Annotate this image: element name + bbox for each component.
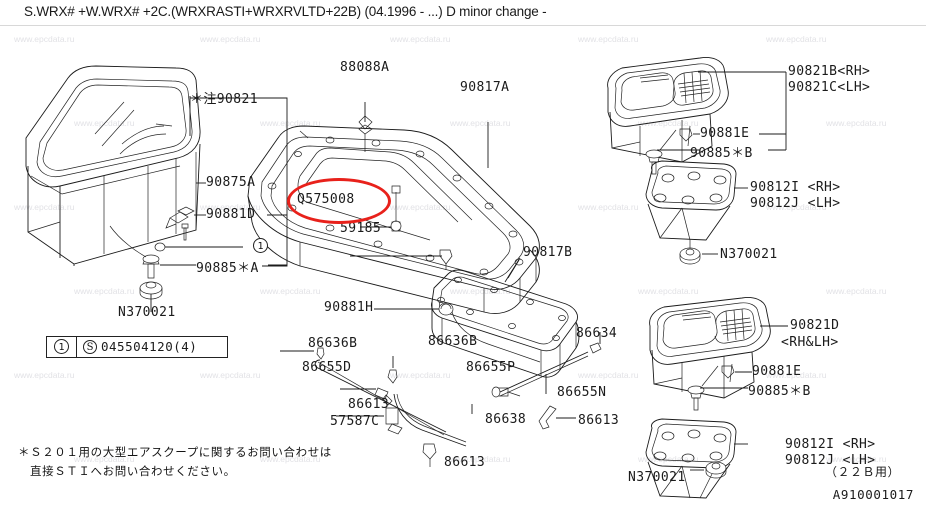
legend-ref-cell: 1 xyxy=(47,337,77,357)
label-90817A: 90817A xyxy=(460,80,510,95)
label-90881E-1: 90881E xyxy=(700,126,750,141)
label-86613-1: 86613 xyxy=(348,397,390,412)
leader-right-group-4 xyxy=(690,443,748,471)
label-90885A: 90885＊A xyxy=(196,261,259,276)
label-86655D: 86655D xyxy=(302,360,352,375)
part-drawing-90812IJ-top xyxy=(645,160,737,265)
label-90881D: 90881D xyxy=(206,207,256,222)
label-86655N: 86655N xyxy=(557,385,607,400)
label-90812J-1: 90812J <LH> xyxy=(750,196,841,211)
label-90812J-2: 90812J <LH> xyxy=(785,453,876,468)
legend-part-code: 045504120(4) xyxy=(101,339,198,354)
leader-90881H xyxy=(374,302,454,316)
leader-90817B xyxy=(507,259,520,279)
fasteners-left xyxy=(109,206,195,300)
label-90885B-1: 90885＊B xyxy=(690,146,753,161)
leader-88088A xyxy=(299,102,373,152)
note-line-2: 直接ＳＴＩへお問い合わせください。 xyxy=(30,464,236,478)
label-86655P: 86655P xyxy=(466,360,516,375)
bracket-left-group xyxy=(150,96,288,312)
label-90821C: 90821C<LH> xyxy=(788,80,871,95)
label-90821B: 90821B<RH> xyxy=(788,64,871,79)
part-drawing-90812IJ-bottom xyxy=(645,418,737,499)
label-86636B-2: 86636B xyxy=(428,334,478,349)
legend-ref-number: 1 xyxy=(54,339,69,354)
label-90875A: 90875A xyxy=(206,175,256,190)
part-drawing-90817A xyxy=(247,125,540,314)
label-90812I-1: 90812I <RH> xyxy=(750,180,841,195)
label-N370021-r1: N370021 xyxy=(720,247,778,262)
variant-note: （２２Ｂ用） xyxy=(824,465,900,479)
legend-box: 1 S 045504120(4) xyxy=(46,336,228,358)
label-N370021-left: N370021 xyxy=(118,305,176,320)
label-90821D-rhlh: <RH&LH> xyxy=(781,335,839,350)
part-drawing-90821-scoop xyxy=(25,65,201,266)
supplier-mark-icon: S xyxy=(83,339,97,354)
label-88088A: 88088A xyxy=(340,60,390,75)
drawing-id: A910001017 xyxy=(832,487,914,502)
page-title: S.WRX# +W.WRX# +2C.(WRXRASTI+WRXRVLTD+22… xyxy=(24,4,547,19)
label-90881H: 90881H xyxy=(324,300,374,315)
header-bar: S.WRX# +W.WRX# +2C.(WRXRASTI+WRXRVLTD+22… xyxy=(0,0,926,26)
note-line-1: ＊Ｓ２０１用の大型エアスクープに関するお問い合わせは xyxy=(18,445,332,459)
label-59185: 59185 xyxy=(340,221,382,236)
leader-right-group-1 xyxy=(657,71,787,151)
label-90817B: 90817B xyxy=(523,245,573,260)
label-86638: 86638 xyxy=(485,412,527,427)
part-drawing-rods xyxy=(280,332,602,467)
part-drawing-90821D xyxy=(649,297,771,411)
label-Q575008: Q575008 xyxy=(297,192,355,207)
leader-right-group-3 xyxy=(700,325,788,389)
label-90885B-2: 90885＊B xyxy=(748,384,811,399)
label-90821D: 90821D xyxy=(790,318,840,333)
label-86613-2: 86613 xyxy=(444,455,486,470)
leader-59185 xyxy=(350,249,453,270)
label-57587C: 57587C xyxy=(330,414,380,429)
reference-marker-1: 1 xyxy=(253,238,268,253)
label-90821: ＊注90821 xyxy=(190,92,258,107)
label-86613-3: 86613 xyxy=(578,413,620,428)
leader-right-group-2 xyxy=(702,187,748,255)
label-90812I-2: 90812I <RH> xyxy=(785,437,876,452)
label-N370021-r2: N370021 xyxy=(628,470,686,485)
label-90881E-2: 90881E xyxy=(752,364,802,379)
technical-drawing xyxy=(25,57,788,499)
label-86636B-1: 86636B xyxy=(308,336,358,351)
label-86634: 86634 xyxy=(576,326,618,341)
leader-Q575008 xyxy=(360,185,402,232)
